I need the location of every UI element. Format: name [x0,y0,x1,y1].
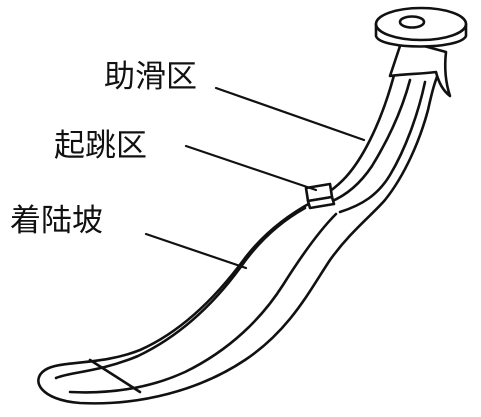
label-inrun-zone: 助滑区 [104,59,197,95]
platform-hole [400,17,424,28]
leader-line-takeoff [186,146,316,190]
label-landing-slope: 着陆坡 [10,203,103,239]
leader-line-inrun [216,88,364,140]
leader-line-landing [146,234,246,268]
label-takeoff-zone: 起跳区 [54,128,147,164]
